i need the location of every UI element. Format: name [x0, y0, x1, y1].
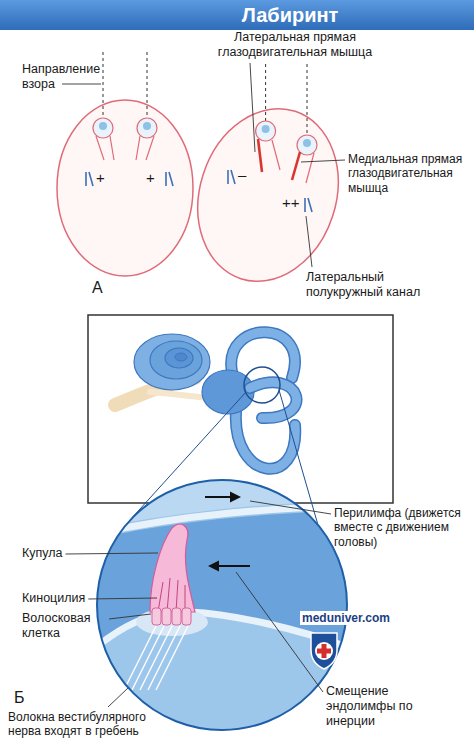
head-straight: [96, 136, 104, 160]
ampulla-zoom: [156, 626, 188, 690]
head-turned: [265, 64, 266, 121]
inner-ear-figure: [150, 341, 202, 379]
leader-line: [62, 84, 101, 85]
logo-shield: [311, 633, 337, 669]
sign-symbol: ++: [282, 194, 300, 212]
inner-ear-figure: [231, 332, 295, 378]
head-turned: [272, 140, 280, 170]
head-turned: [303, 139, 311, 147]
logo-shield: [315, 642, 333, 660]
leader-line: [250, 63, 255, 152]
head-turned: [176, 64, 360, 300]
ampulla-zoom: [182, 608, 191, 625]
inner-ear-figure: [250, 382, 297, 418]
inner-ear-figure: [231, 332, 295, 378]
ampulla-zoom: [132, 626, 164, 690]
head-turned: [256, 121, 276, 141]
head-straight: [146, 136, 154, 160]
callout-label: Направление взора: [22, 62, 106, 92]
callout-label: Медиальная прямая глазодвигательная мышц…: [348, 152, 472, 195]
head-straight: [165, 172, 167, 186]
ampulla-zoom: [158, 582, 163, 612]
head-turned: [308, 198, 312, 212]
inner-ear-figure: [88, 315, 393, 503]
callout-label: Смещение эндолимфы по инерции: [326, 684, 458, 729]
logo-shield: [311, 633, 337, 669]
head-turned: [304, 198, 306, 212]
leader-line: [236, 572, 323, 692]
ampulla-zoom: [90, 470, 360, 690]
leader-line: [301, 160, 345, 162]
ampulla-zoom: [162, 608, 171, 625]
ampulla-zoom: [148, 626, 180, 690]
head-turned: [176, 90, 360, 299]
head-turned: [258, 139, 262, 172]
ampulla-zoom: [172, 608, 181, 625]
callout-label: Латеральный полукружный канал: [306, 270, 438, 300]
head-straight: [147, 52, 148, 117]
watermark: meduniver.com: [300, 611, 392, 625]
ampulla-zoom: [150, 524, 195, 612]
callout-label: Волокна вестибулярного нерва входят в гр…: [8, 710, 168, 739]
ampulla-zoom: [97, 480, 347, 730]
inner-ear-figure: [134, 334, 210, 390]
head-turned: [231, 170, 235, 184]
head-turned: [292, 152, 300, 180]
panel-letter: Б: [14, 688, 25, 707]
head-turned: [306, 153, 314, 183]
logo-shield: [317, 649, 331, 654]
callout-label: Латеральная прямая глазодвигательная мыш…: [200, 30, 390, 60]
sign-symbol: –: [238, 166, 246, 184]
ampulla-zoom: [136, 608, 208, 636]
ampulla-zoom: [218, 565, 250, 567]
ampulla-zoom: [208, 561, 219, 572]
callout-label: Купула: [22, 546, 63, 561]
head-straight: [57, 100, 193, 276]
sign-symbol: +: [96, 169, 105, 187]
head-straight: [143, 122, 151, 130]
head-straight: [99, 122, 107, 130]
head-straight: [89, 172, 93, 186]
inner-ear-figure: [175, 353, 187, 361]
head-straight: [110, 136, 114, 160]
leader-line: [108, 688, 128, 707]
head-straight: [137, 118, 157, 138]
page-title: Лабиринт: [242, 3, 339, 27]
title-band: [0, 0, 474, 30]
inner-ear-figure: [165, 348, 193, 368]
ampulla-zoom: [230, 492, 241, 503]
inner-ear-figure: [250, 382, 297, 418]
callout-label: Киноцилия: [22, 591, 85, 606]
head-straight: [85, 172, 87, 186]
leader-line: [306, 216, 312, 267]
leader-line: [88, 598, 157, 599]
head-straight: [103, 52, 104, 117]
ampulla-zoom: [140, 626, 172, 690]
head-straight: [136, 136, 140, 160]
ampulla-zoom: [167, 578, 170, 612]
leader-line: [66, 553, 158, 554]
leader-line: [250, 501, 331, 514]
sign-symbol: +: [146, 169, 155, 187]
callout-label: Волосковая клетка: [22, 611, 106, 641]
callout-label: Перилимфа (движется вместе с движением г…: [334, 506, 470, 549]
ampulla-zoom: [124, 626, 156, 690]
ampulla-zoom: [205, 496, 232, 498]
inner-ear-figure: [244, 367, 280, 403]
head-turned: [227, 170, 229, 184]
head-straight: [57, 52, 193, 276]
ampulla-zoom: [152, 608, 161, 625]
head-straight: [93, 118, 113, 138]
ampulla-zoom: [90, 510, 360, 650]
panel-letter: А: [92, 278, 103, 297]
head-straight: [169, 172, 173, 186]
head-turned: [262, 125, 270, 133]
leader-line: [109, 614, 151, 619]
head-turned: [307, 64, 308, 135]
ampulla-zoom: [176, 580, 178, 612]
ampulla-zoom: [90, 470, 360, 730]
